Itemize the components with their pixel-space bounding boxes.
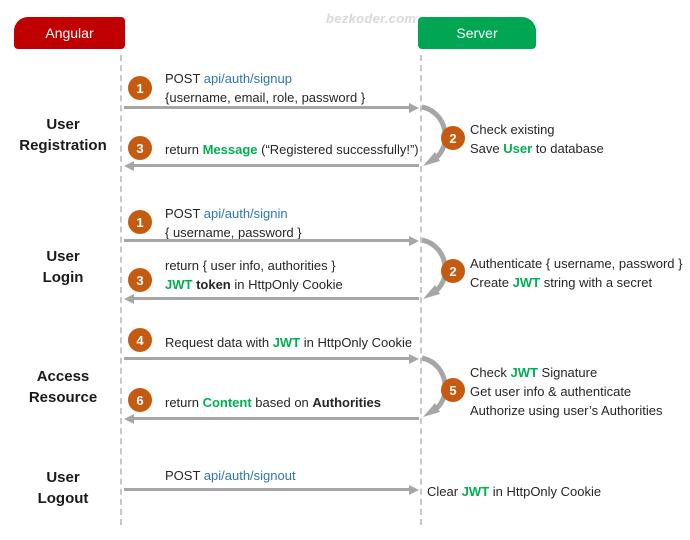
response-message-registration: return Message (“Registered successfully… (165, 142, 419, 157)
server-op-registration: Check existing Save User to database (470, 122, 604, 156)
watermark: bezkoder.com (326, 11, 417, 26)
loop-arrowhead-icon (423, 152, 440, 166)
step-badge-2-login: 2 (441, 259, 465, 283)
loop-arrowhead-icon (423, 285, 440, 299)
keyword-user: User (503, 141, 533, 156)
api-path-signup: api/auth/signup (203, 71, 292, 86)
keyword-jwt: JWT (272, 335, 301, 350)
section-label-user-login: User Login (42, 248, 84, 286)
request-message-signup: POST api/auth/signup {username, email, r… (165, 71, 366, 105)
arrow-right-signin (124, 235, 419, 246)
client-actor-box: Angular (14, 17, 125, 49)
step-badge-5: 5 (441, 378, 465, 402)
keyword-jwt: JWT (510, 365, 538, 380)
request-message-signout: POST api/auth/signout (165, 468, 296, 483)
step-badge-1: 1 (128, 76, 152, 100)
step-badge-4: 4 (128, 328, 152, 352)
client-actor-label: Angular (45, 25, 94, 41)
keyword-content: Content (202, 395, 252, 410)
client-lifeline (120, 55, 122, 525)
response-message-login: return { user info, authorities } JWT to… (165, 258, 343, 292)
server-actor-label: Server (456, 25, 498, 41)
arrow-right-signout (124, 484, 419, 495)
step-badge-6: 6 (128, 388, 152, 412)
arrow-right-resource (124, 353, 419, 364)
keyword-jwt: JWT (165, 277, 193, 292)
section-label-access-resource: Access Resource (28, 368, 98, 406)
section-label-user-registration: User Registration (19, 116, 107, 154)
section-label-user-logout: User Logout (37, 469, 89, 507)
api-path-signin: api/auth/signin (203, 206, 288, 221)
arrow-left-resource (124, 413, 419, 424)
request-message-resource: Request data with JWT in HttpOnly Cookie (165, 335, 413, 350)
step-badge-3-login: 3 (128, 268, 152, 292)
keyword-jwt: JWT (461, 484, 490, 499)
request-message-signin: POST api/auth/signin { username, passwor… (165, 206, 302, 240)
server-op-resource: Check JWT Signature Get user info & auth… (470, 365, 663, 418)
loop-arrowhead-icon (423, 403, 440, 417)
keyword-jwt: JWT (512, 275, 541, 290)
server-note-logout: Clear JWT in HttpOnly Cookie (427, 484, 602, 499)
keyword-message: Message (202, 142, 258, 157)
arrow-left-login (124, 293, 419, 304)
server-lifeline (420, 55, 422, 525)
server-actor-box: Server (418, 17, 536, 49)
server-op-login: Authenticate { username, password } Crea… (470, 256, 683, 290)
step-badge-2: 2 (441, 126, 465, 150)
step-badge-3: 3 (128, 136, 152, 160)
step-badge-1-login: 1 (128, 210, 152, 234)
api-path-signout: api/auth/signout (203, 468, 296, 483)
arrow-left-registration (124, 160, 419, 171)
response-message-resource: return Content based on Authorities (165, 395, 382, 410)
arrow-right-signup (124, 102, 419, 113)
